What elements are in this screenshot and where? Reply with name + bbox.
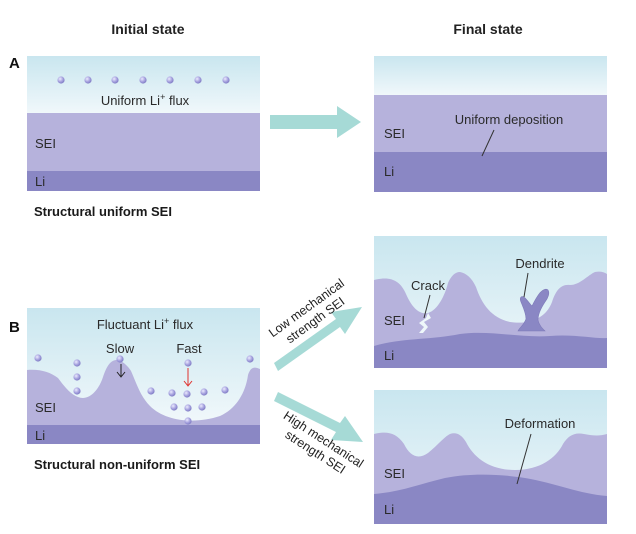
li-ion bbox=[73, 373, 81, 381]
li-label: Li bbox=[384, 164, 394, 179]
li-ion bbox=[166, 76, 174, 84]
li-ion bbox=[147, 387, 155, 395]
sei-layer-non-uniform bbox=[374, 271, 607, 346]
li-ion bbox=[184, 417, 192, 425]
li-ion bbox=[73, 387, 81, 395]
li-ion bbox=[184, 404, 192, 412]
panel-letter-a: A bbox=[9, 55, 20, 72]
panel-b-final-low-strength: Crack Dendrite SEI Li bbox=[374, 236, 607, 368]
li-label: Li bbox=[35, 428, 45, 443]
crack-label: Crack bbox=[411, 278, 445, 293]
panel-a-final: Uniform deposition SEI Li bbox=[374, 56, 607, 192]
li-ion bbox=[200, 388, 208, 396]
electrolyte-region bbox=[374, 56, 607, 96]
dendrite bbox=[517, 288, 550, 332]
li-layer bbox=[374, 152, 607, 192]
li-ion bbox=[34, 354, 42, 362]
li-label: Li bbox=[384, 502, 394, 517]
header-final-state: Final state bbox=[453, 21, 522, 37]
slow-flux-arrow bbox=[116, 364, 126, 378]
li-label: Li bbox=[35, 174, 45, 189]
fast-flux-arrow bbox=[183, 368, 193, 387]
caption-non-uniform-sei: Structural non-uniform SEI bbox=[34, 457, 200, 472]
crack bbox=[419, 313, 431, 333]
deformation-label: Deformation bbox=[505, 416, 576, 431]
arrow-high-strength bbox=[274, 392, 363, 442]
dendrite-pointer bbox=[523, 272, 529, 298]
li-layer bbox=[27, 425, 260, 444]
deformation-pointer bbox=[516, 433, 532, 485]
header-initial-state: Initial state bbox=[111, 21, 184, 37]
sei-layer bbox=[374, 95, 607, 153]
electrolyte-region bbox=[27, 56, 260, 114]
uniform-deposition-label: Uniform deposition bbox=[455, 112, 563, 127]
li-ion bbox=[57, 76, 65, 84]
li-ion bbox=[221, 386, 229, 394]
sei-label: SEI bbox=[35, 400, 56, 415]
li-ion bbox=[222, 76, 230, 84]
li-ion-row bbox=[57, 76, 230, 84]
li-ion bbox=[194, 76, 202, 84]
dendrite-label: Dendrite bbox=[515, 256, 564, 271]
arrow-uniform bbox=[270, 106, 361, 138]
sei-label: SEI bbox=[384, 126, 405, 141]
fluctuant-flux-label: Fluctuant Li+ flux bbox=[97, 316, 194, 332]
sei-layer-non-uniform bbox=[374, 432, 607, 496]
fast-label: Fast bbox=[176, 341, 202, 356]
li-ion bbox=[183, 390, 191, 398]
uniform-deposition-pointer bbox=[481, 129, 495, 157]
sei-layer bbox=[27, 113, 260, 172]
panel-letter-b: B bbox=[9, 319, 20, 336]
arrow-low-strength bbox=[274, 307, 362, 371]
sei-label: SEI bbox=[35, 136, 56, 151]
li-layer-deformed bbox=[374, 474, 607, 524]
li-ion bbox=[84, 76, 92, 84]
li-ion bbox=[139, 76, 147, 84]
sei-layer-non-uniform bbox=[27, 360, 260, 426]
panel-b-initial: Fluctuant Li+ flux Slow Fast bbox=[27, 308, 260, 444]
panel-a-initial: Uniform Li+ flux SEI Li bbox=[27, 56, 260, 191]
caption-uniform-sei: Structural uniform SEI bbox=[34, 204, 172, 219]
li-ion bbox=[116, 355, 124, 363]
li-ion bbox=[111, 76, 119, 84]
li-ion-cluster bbox=[34, 354, 254, 425]
uniform-flux-label: Uniform Li+ flux bbox=[101, 92, 190, 108]
sei-label: SEI bbox=[384, 466, 405, 481]
li-ion bbox=[184, 359, 192, 367]
slow-label: Slow bbox=[106, 341, 135, 356]
li-layer bbox=[27, 171, 260, 191]
panel-b-final-high-strength: Deformation SEI Li bbox=[374, 390, 607, 524]
crack-pointer bbox=[423, 294, 431, 319]
li-ion bbox=[198, 403, 206, 411]
sei-label: SEI bbox=[384, 313, 405, 328]
li-ion bbox=[246, 355, 254, 363]
li-ion bbox=[73, 359, 81, 367]
li-ion bbox=[168, 389, 176, 397]
li-layer bbox=[374, 332, 607, 368]
li-ion bbox=[170, 403, 178, 411]
li-label: Li bbox=[384, 348, 394, 363]
